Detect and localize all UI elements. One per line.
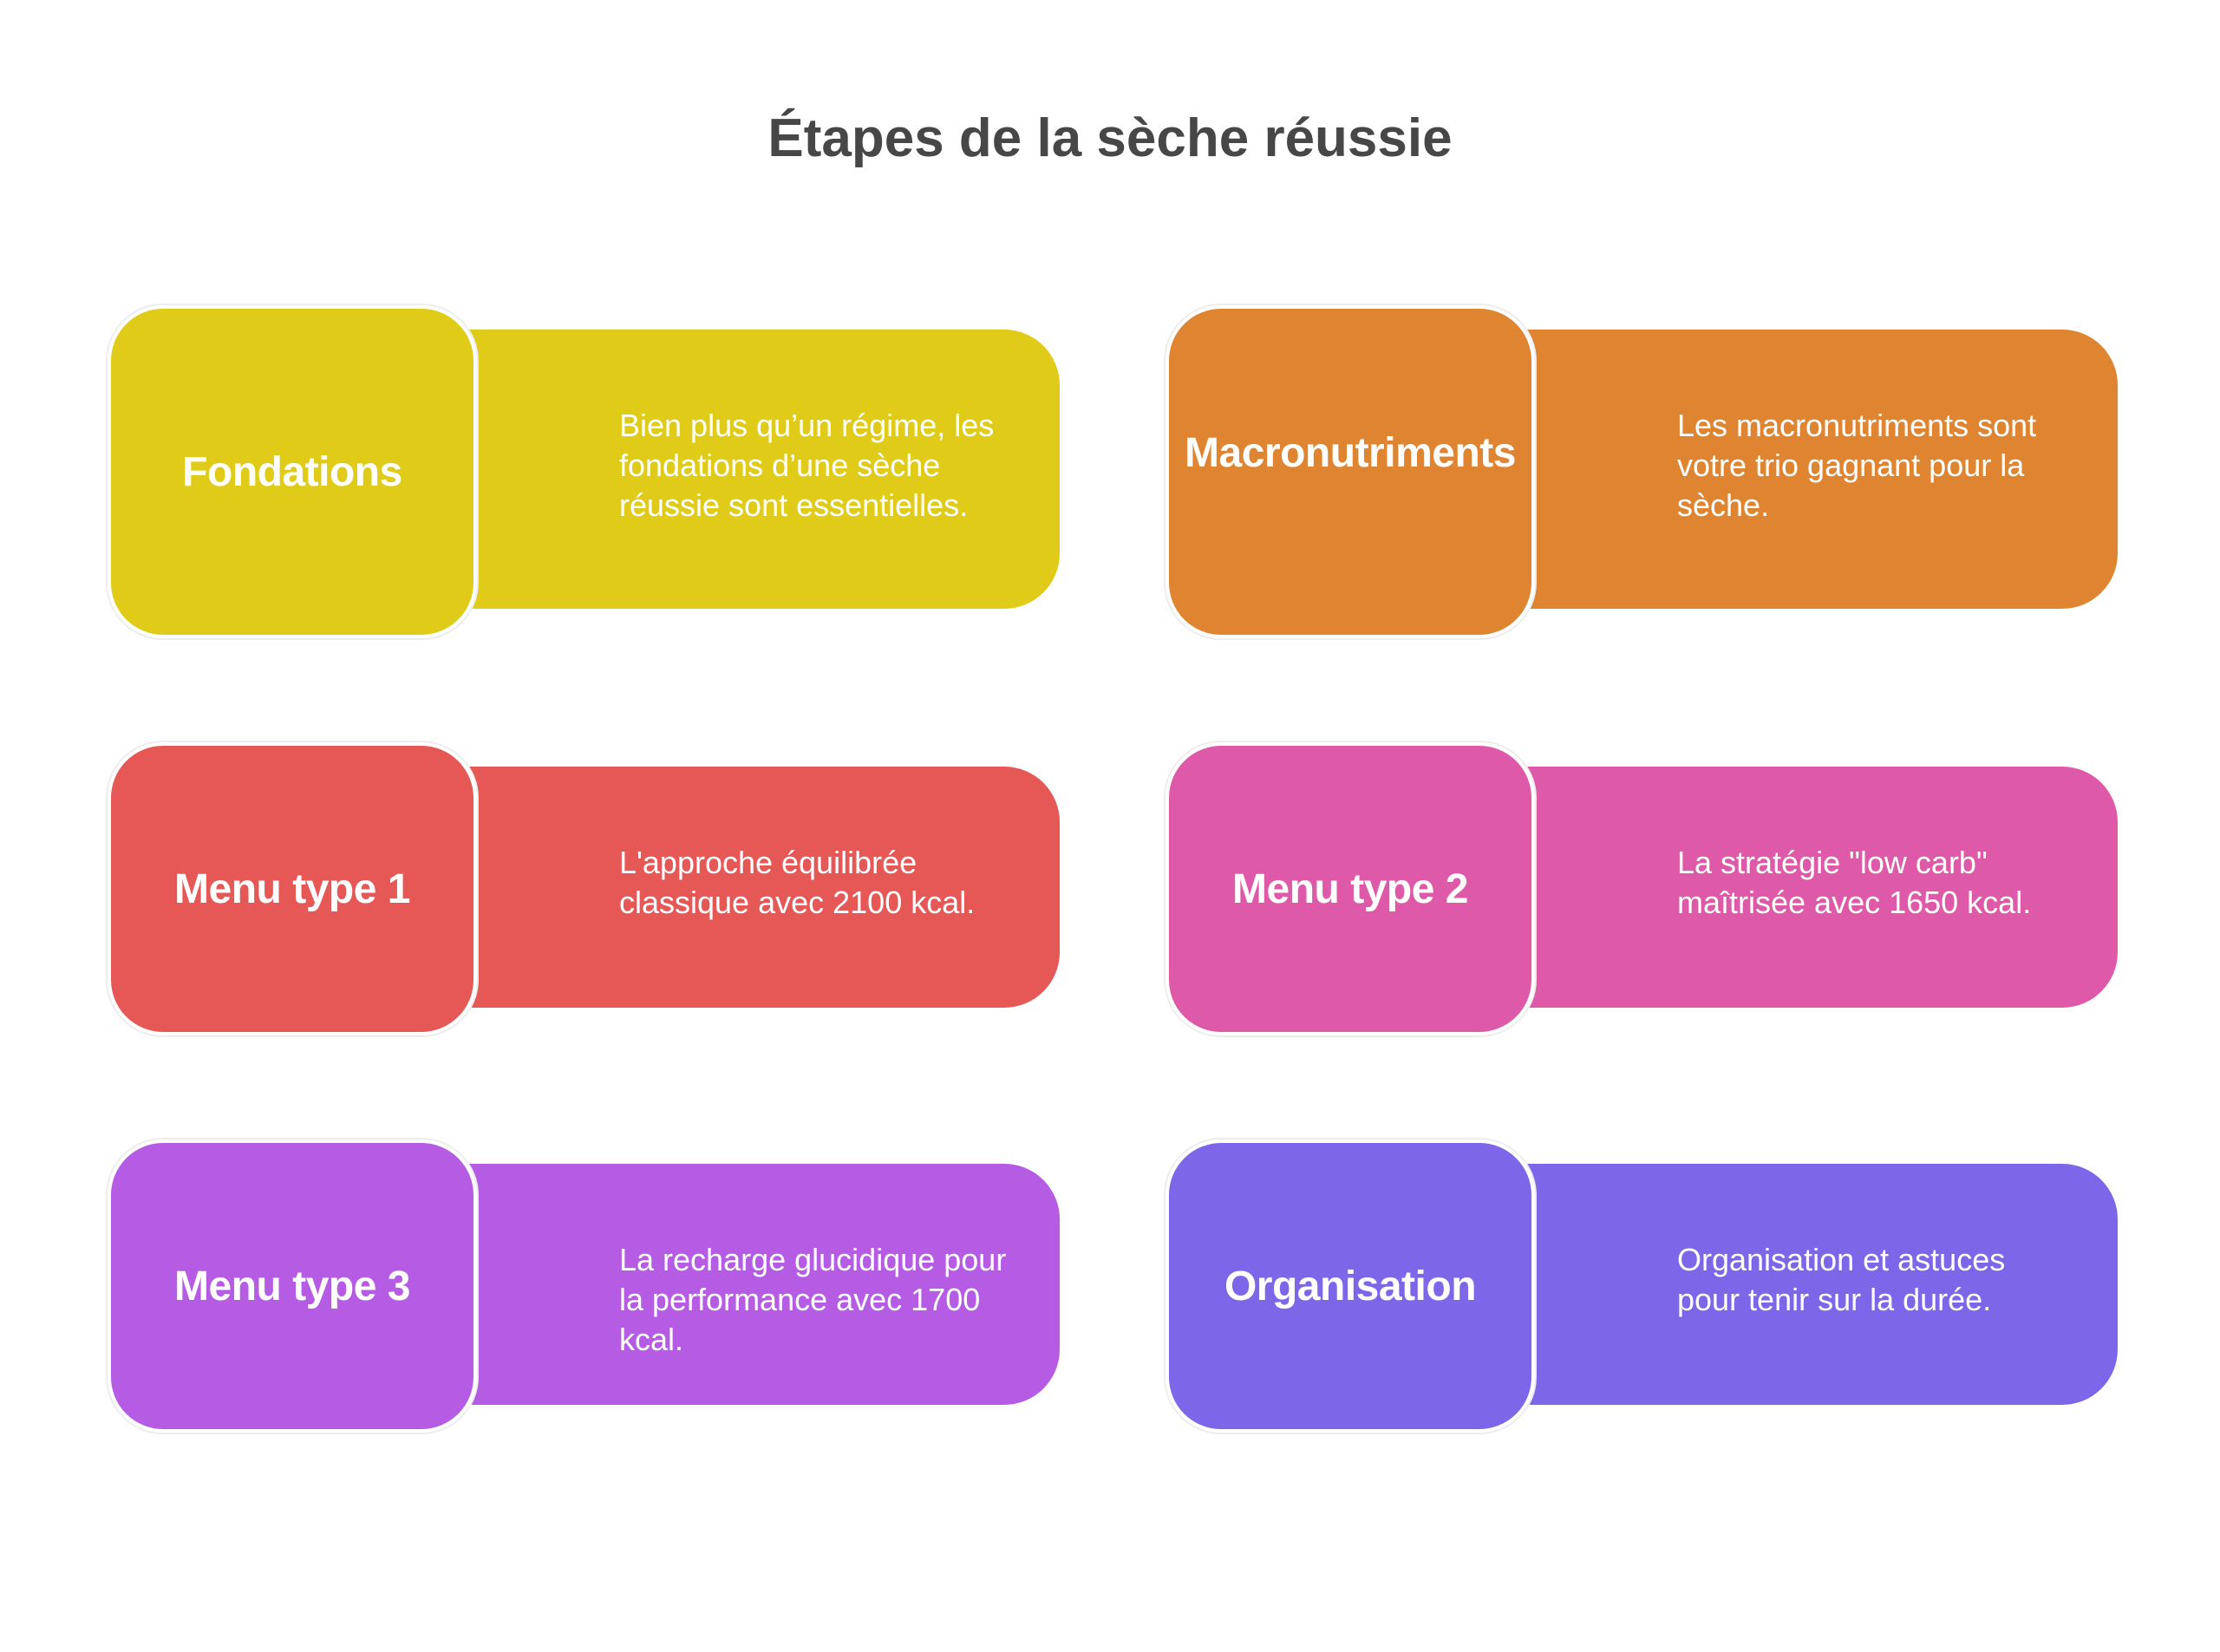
step-heading: Macronutriments xyxy=(1166,305,1535,638)
step-label: Macronutriments xyxy=(1185,429,1516,476)
step-card-organisation: Organisation et astuces pour tenir sur l… xyxy=(1166,1139,2119,1433)
step-heading: Menu type 3 xyxy=(108,1139,477,1433)
page-title: Étapes de la sèche réussie xyxy=(767,108,1453,168)
step-description: Organisation et astuces pour tenir sur l… xyxy=(1512,1164,2118,1405)
step-description: L'approche équilibrée classique avec 210… xyxy=(454,767,1060,1008)
step-label: Organisation xyxy=(1224,1263,1477,1309)
step-label: Menu type 2 xyxy=(1232,865,1468,912)
step-heading: Menu type 2 xyxy=(1166,742,1535,1035)
step-description: La recharge glucidique pour la performan… xyxy=(454,1164,1060,1405)
step-card-menu-type-2: La stratégie "low carb" maîtrisée avec 1… xyxy=(1166,742,2119,1035)
step-card-menu-type-1: L'approche équilibrée classique avec 210… xyxy=(108,742,1061,1035)
step-heading: Menu type 1 xyxy=(108,742,477,1035)
step-description: Les macronutriments sont votre trio gagn… xyxy=(1512,330,2118,609)
step-description: Bien plus qu’un régime, les fondations d… xyxy=(454,330,1060,609)
step-heading: Organisation xyxy=(1166,1139,1535,1433)
step-card-fondations: Bien plus qu’un régime, les fondations d… xyxy=(108,305,1061,638)
step-card-menu-type-3: La recharge glucidique pour la performan… xyxy=(108,1139,1061,1433)
step-label: Fondations xyxy=(182,448,402,495)
step-label: Menu type 1 xyxy=(174,865,410,912)
step-description: La stratégie "low carb" maîtrisée avec 1… xyxy=(1512,767,2118,1008)
step-heading: Fondations xyxy=(108,305,477,638)
step-card-macronutriments: Les macronutriments sont votre trio gagn… xyxy=(1166,305,2119,638)
step-label: Menu type 3 xyxy=(174,1263,410,1309)
